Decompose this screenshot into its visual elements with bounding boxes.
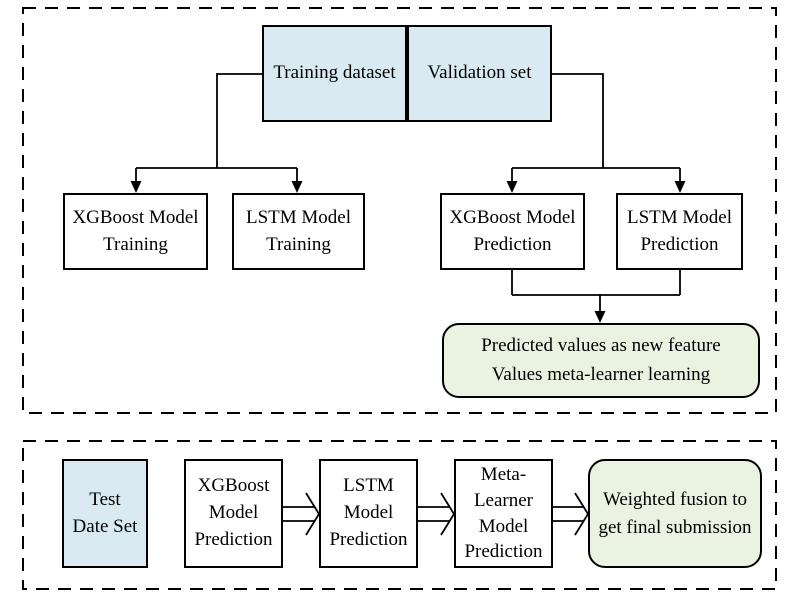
box-validation-set: Validation set [407, 25, 552, 122]
line-training-feed [216, 73, 262, 168]
arrowhead-icon [674, 181, 686, 193]
arrowheads [130, 181, 686, 323]
box-lstm-prediction: LSTM Model Prediction [616, 193, 743, 270]
top-section-border [22, 7, 777, 414]
top-section-connectors [135, 73, 681, 312]
box-training-dataset: Training dataset [262, 25, 407, 122]
arrowhead-icon [291, 181, 303, 193]
bottom-section-border [22, 440, 777, 590]
box-lstm-training: LSTM Model Training [232, 193, 365, 270]
open-arrow-icon [418, 492, 456, 536]
arrowhead-icon [506, 181, 518, 193]
open-arrow-icon [553, 492, 590, 536]
box-xgboost-training: XGBoost Model Training [63, 193, 208, 270]
open-arrow-icon [283, 492, 321, 536]
box-test-dataset: Test Date Set [62, 459, 148, 568]
box-weighted-fusion: Weighted fusion to get final submission [588, 459, 762, 568]
section-borders [22, 7, 777, 590]
box-meta-learner-prediction: Meta- Learner Model Prediction [454, 459, 553, 568]
box-xgboost-prediction-test: XGBoost Model Prediction [184, 459, 283, 568]
box-lstm-prediction-test: LSTM Model Prediction [319, 459, 418, 568]
arrowhead-icon [130, 181, 142, 193]
box-xgboost-prediction: XGBoost Model Prediction [440, 193, 585, 270]
arrowhead-icon [594, 311, 606, 323]
box-meta-learner-feature: Predicted values as new feature Values m… [442, 323, 760, 398]
line-validation-feed [552, 73, 604, 168]
